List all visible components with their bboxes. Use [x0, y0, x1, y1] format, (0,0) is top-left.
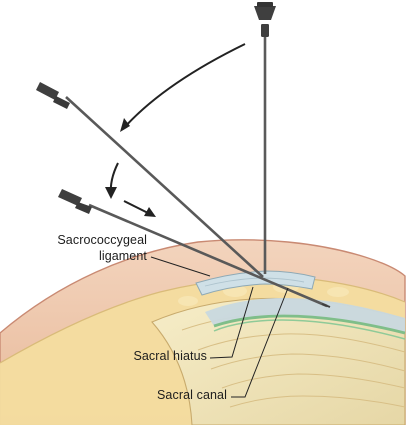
label-sacral-hiatus: Sacral hiatus — [72, 350, 207, 363]
needle-vertical — [254, 2, 276, 274]
rotation-arrows — [105, 44, 245, 217]
label-sacral-canal: Sacral canal — [89, 389, 227, 402]
label-sacrococcygeal-line1: Sacrococcygeal — [0, 234, 147, 247]
label-ligament-line2: ligament — [0, 250, 147, 263]
